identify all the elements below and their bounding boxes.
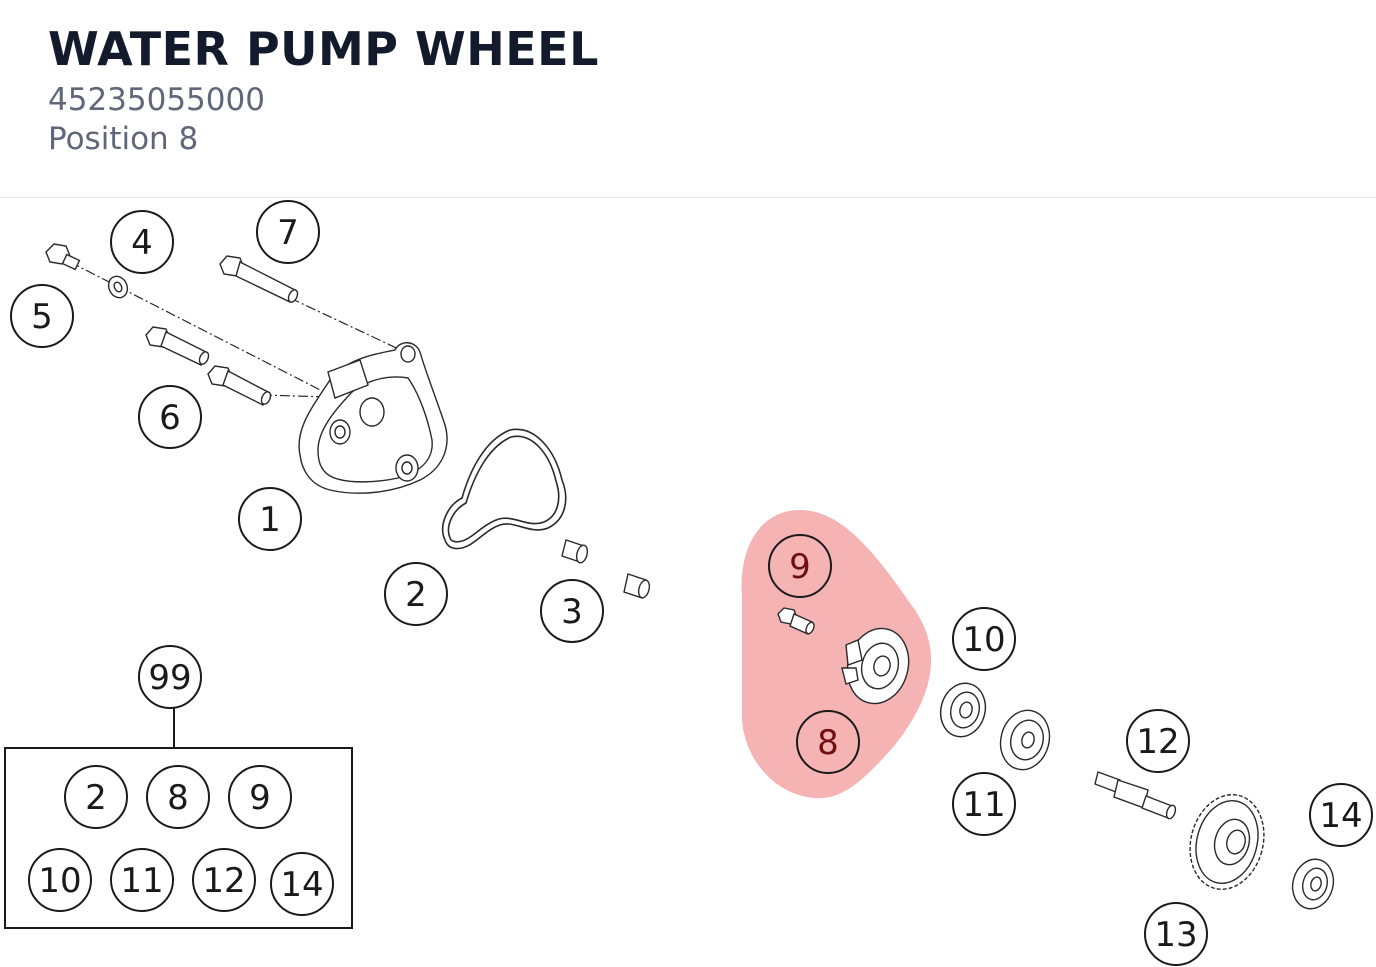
svg-text:9: 9 (249, 778, 271, 818)
callout-7[interactable]: 7 (256, 200, 320, 264)
part-6-bolt-upper[interactable] (145, 326, 210, 366)
callout-8[interactable]: 8 (796, 710, 860, 774)
callout-11[interactable]: 11 (952, 772, 1016, 836)
svg-text:2: 2 (405, 575, 427, 615)
svg-text:14: 14 (280, 865, 323, 905)
part-2-gasket[interactable] (441, 428, 567, 550)
svg-text:6: 6 (159, 398, 181, 438)
part-5-bolt[interactable] (45, 243, 81, 271)
callout-14[interactable]: 14 (1309, 783, 1373, 847)
svg-text:11: 11 (120, 861, 163, 901)
part-number: 45235055000 (48, 82, 265, 118)
part-7-bolt[interactable] (219, 255, 299, 304)
part-10-bearing[interactable] (935, 678, 991, 742)
part-11-bearing[interactable] (994, 705, 1056, 775)
svg-text:5: 5 (31, 297, 53, 337)
svg-text:10: 10 (962, 620, 1005, 660)
svg-text:10: 10 (38, 861, 81, 901)
svg-text:14: 14 (1319, 796, 1362, 836)
part-9-screw[interactable] (777, 607, 816, 635)
kit-item-12[interactable]: 12 (192, 848, 256, 912)
svg-text:9: 9 (789, 547, 811, 587)
callout-4[interactable]: 4 (110, 210, 174, 274)
svg-text:1: 1 (259, 500, 281, 540)
part-header: WATER PUMP WHEEL 45235055000 Position 8 (0, 0, 1376, 198)
kit-item-2[interactable]: 2 (64, 765, 128, 829)
part-4-washer[interactable] (105, 273, 131, 301)
svg-text:8: 8 (167, 778, 189, 818)
svg-text:99: 99 (148, 658, 191, 698)
callout-10[interactable]: 10 (952, 607, 1016, 671)
callout-99[interactable]: 99 (138, 645, 202, 709)
svg-text:13: 13 (1154, 915, 1197, 955)
position-label: Position 8 (48, 121, 199, 157)
selected-part-highlight[interactable] (741, 510, 932, 799)
svg-text:3: 3 (561, 592, 583, 632)
part-6-bolt-lower[interactable] (207, 365, 272, 406)
svg-text:11: 11 (962, 785, 1005, 825)
callout-3[interactable]: 3 (540, 579, 604, 643)
kit-item-8[interactable]: 8 (146, 765, 210, 829)
svg-text:2: 2 (85, 778, 107, 818)
kit-item-9[interactable]: 9 (228, 765, 292, 829)
svg-text:12: 12 (1136, 722, 1179, 762)
part-1-pump-cover[interactable] (298, 342, 448, 494)
callout-12[interactable]: 12 (1126, 709, 1190, 773)
kit-item-14[interactable]: 14 (270, 852, 334, 916)
svg-text:8: 8 (817, 723, 839, 763)
part-3-sleeve-left[interactable] (561, 539, 589, 564)
callout-13[interactable]: 13 (1144, 902, 1208, 966)
callout-1[interactable]: 1 (238, 487, 302, 551)
kit-item-10[interactable]: 10 (28, 848, 92, 912)
callout-6[interactable]: 6 (138, 385, 202, 449)
part-title: WATER PUMP WHEEL (48, 22, 599, 76)
part-8-pump-wheel[interactable] (839, 622, 917, 711)
part-13-gear[interactable] (1180, 786, 1274, 897)
part-12-shaft[interactable] (1094, 771, 1177, 820)
svg-text:12: 12 (202, 861, 245, 901)
kit-99-group: 99 2 8 9 10 11 (4, 645, 353, 929)
part-14-bearing[interactable] (1287, 855, 1339, 914)
part-3-sleeve-right[interactable] (623, 573, 651, 599)
callout-2[interactable]: 2 (384, 562, 448, 626)
callout-9[interactable]: 9 (768, 534, 832, 598)
svg-text:7: 7 (277, 213, 299, 253)
kit-item-11[interactable]: 11 (110, 848, 174, 912)
svg-text:4: 4 (131, 223, 153, 263)
callout-5[interactable]: 5 (10, 284, 74, 348)
